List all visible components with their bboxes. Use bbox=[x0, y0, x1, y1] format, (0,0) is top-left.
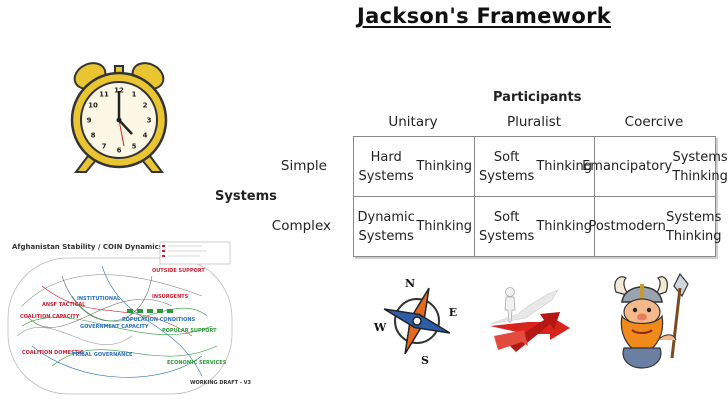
svg-text:OUTSIDE SUPPORT: OUTSIDE SUPPORT bbox=[152, 268, 205, 274]
column-header-coercive: Coercive bbox=[624, 114, 684, 130]
svg-text:COALITION DOMESTIC: COALITION DOMESTIC bbox=[22, 350, 84, 356]
row-header-simple: Simple bbox=[280, 158, 327, 174]
svg-text:TRIBAL GOVERNANCE: TRIBAL GOVERNANCE bbox=[72, 352, 133, 358]
compass-letter-s: S bbox=[421, 354, 429, 366]
clock-number-6: 6 bbox=[117, 147, 122, 155]
clock-number-10: 10 bbox=[88, 102, 98, 110]
clock-number-7: 7 bbox=[102, 143, 107, 151]
clock-number-4: 4 bbox=[143, 132, 148, 140]
page-title: Jackson's Framework bbox=[357, 4, 612, 28]
compass-icon: N E S W bbox=[373, 277, 457, 366]
svg-text:COALITION CAPACITY: COALITION CAPACITY bbox=[20, 314, 80, 320]
compass-letter-e: E bbox=[449, 306, 457, 319]
svg-text:ECONOMIC SERVICES: ECONOMIC SERVICES bbox=[167, 360, 227, 366]
crossroads-arrows-icon bbox=[488, 284, 578, 356]
svg-text:INSTITUTIONAL: INSTITUTIONAL bbox=[77, 296, 121, 302]
participants-label: Participants bbox=[493, 90, 582, 105]
coin-dynamics-diagram-image: ANSF TACTICAL INSTITUTIONAL COALITION CA… bbox=[7, 241, 233, 395]
clock-number-8: 8 bbox=[91, 132, 96, 140]
row-header-complex: Complex bbox=[271, 218, 331, 234]
clock-number-11: 11 bbox=[99, 91, 109, 99]
clock-number-5: 5 bbox=[132, 143, 137, 151]
clock-number-12: 12 bbox=[114, 87, 124, 95]
svg-text:GOVERNMENT CAPACITY: GOVERNMENT CAPACITY bbox=[80, 324, 149, 330]
svg-text:POPULATION CONDITIONS: POPULATION CONDITIONS bbox=[122, 317, 196, 323]
viking-icon bbox=[614, 272, 689, 369]
clock-number-2: 2 bbox=[143, 102, 148, 110]
clock-number-3: 3 bbox=[147, 117, 152, 125]
svg-text:POPULAR SUPPORT: POPULAR SUPPORT bbox=[162, 328, 217, 334]
diagram-thumbnail-footer: WORKING DRAFT - V3 bbox=[190, 380, 251, 386]
column-header-pluralist: Pluralist bbox=[506, 114, 562, 130]
compass-letter-n: N bbox=[405, 277, 415, 290]
svg-text:ANSF TACTICAL: ANSF TACTICAL bbox=[42, 302, 86, 308]
diagram-thumbnail-title: Afghanistan Stability / COIN Dynamics bbox=[12, 243, 163, 251]
column-header-unitary: Unitary bbox=[388, 114, 438, 130]
systems-label: Systems bbox=[215, 189, 277, 204]
clock-number-1: 1 bbox=[132, 91, 137, 99]
clock-number-9: 9 bbox=[87, 117, 92, 125]
compass-letter-w: W bbox=[373, 321, 387, 334]
svg-text:INSURGENTS: INSURGENTS bbox=[152, 294, 189, 300]
